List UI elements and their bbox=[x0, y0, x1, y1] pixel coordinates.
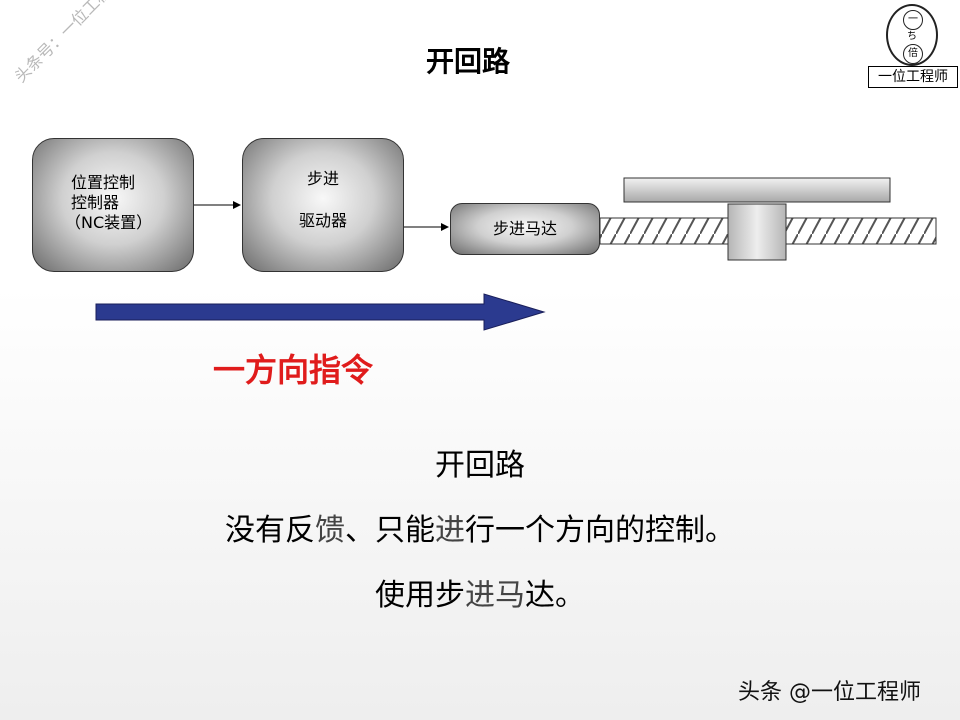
driver-block: 步进 驱动器 bbox=[242, 138, 404, 272]
body-line-3-part-b: 进马 bbox=[465, 578, 525, 613]
body-line-2-part-a: 没有反 bbox=[225, 513, 315, 548]
logo-text: 一位工程师 bbox=[868, 66, 958, 88]
controller-label-1: 位置控制 bbox=[71, 173, 136, 192]
body-line-3-part-c: 达。 bbox=[525, 578, 585, 613]
direction-label: 一方向指令 bbox=[213, 351, 374, 389]
body-line-2-part-e: 行一个方向的控制。 bbox=[465, 513, 735, 548]
logo-top-char: 一 bbox=[903, 10, 923, 30]
body-line-2-part-b: 馈 bbox=[315, 513, 345, 548]
body-line-3: 使用步进马达。 bbox=[0, 570, 960, 614]
body-line-3-part-a: 使用步 bbox=[375, 578, 465, 613]
direction-arrow bbox=[95, 293, 546, 331]
driver-label-2: 驱动器 bbox=[298, 211, 347, 230]
body-line-1: 开回路 bbox=[435, 448, 525, 483]
body-line-2: 没有反馈、只能进行一个方向的控制。 bbox=[0, 505, 960, 549]
body-line-2-part-c: 、只能 bbox=[345, 513, 435, 548]
controller-label-3: （NC装置） bbox=[65, 213, 153, 232]
footer-credit: 头条 @一位工程师 bbox=[738, 680, 921, 705]
page-title: 开回路 bbox=[425, 45, 510, 78]
stepper-motor-block: 步进马达 bbox=[450, 203, 600, 255]
guide-rail bbox=[623, 177, 891, 203]
logo-emblem: 一 ち 倍 bbox=[886, 4, 938, 66]
logo-bottom-char: 倍 bbox=[903, 44, 923, 64]
body-line-2-part-d: 进 bbox=[435, 513, 465, 548]
logo-mid-char: ち bbox=[907, 31, 917, 42]
driver-label-1: 步进 bbox=[306, 169, 339, 188]
screw-nut bbox=[727, 203, 787, 261]
controller-block: 位置控制 控制器 （NC装置） bbox=[32, 138, 194, 272]
logo: 一 ち 倍 一位工程师 bbox=[868, 4, 958, 90]
controller-label-2: 控制器 bbox=[71, 193, 120, 212]
